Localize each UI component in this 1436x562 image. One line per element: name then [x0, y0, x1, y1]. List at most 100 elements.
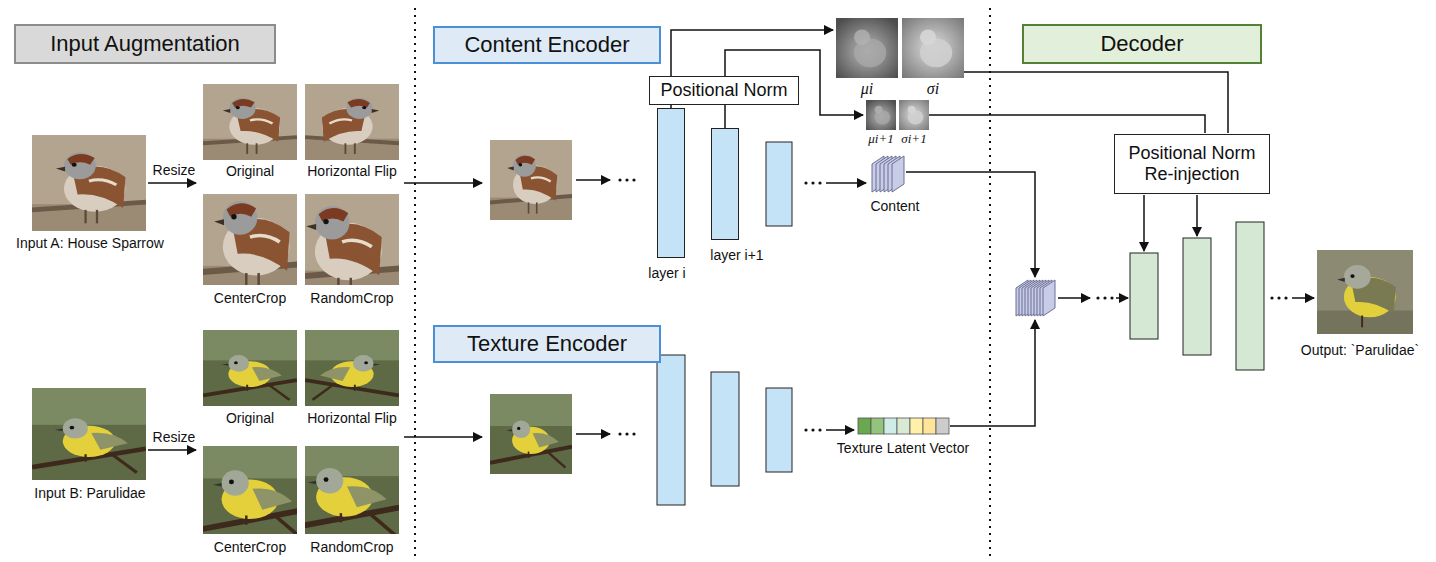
ellipsis-dots — [1277, 296, 1280, 299]
statistic-symbol: σi+1 — [901, 132, 926, 147]
bird-photo — [188, 180, 312, 300]
flow-arrow — [671, 30, 833, 76]
input-caption: Input B: Parulidae — [34, 485, 145, 501]
bird-photo — [490, 140, 572, 220]
latent-vector — [884, 418, 897, 434]
flow-arrow — [1116, 297, 1128, 299]
ellipsis-dots — [818, 428, 821, 431]
flow-arrow — [929, 115, 1205, 133]
flow-arrow — [576, 433, 610, 435]
statistics-map — [836, 18, 898, 78]
layer-label: layer i+1 — [710, 247, 763, 263]
augmentation-caption: CenterCrop — [214, 539, 286, 555]
ellipsis-dots — [1284, 296, 1287, 299]
decoder-layer — [1236, 222, 1264, 370]
section-divider — [989, 8, 991, 556]
bird-photo — [188, 180, 312, 300]
statistics-map — [866, 100, 896, 130]
bird-photo — [280, 184, 404, 304]
bird-photo — [283, 430, 407, 546]
bird-photo — [32, 84, 1413, 548]
ellipsis-dots — [811, 428, 814, 431]
encoder-layer — [766, 388, 792, 472]
process-box: Positional Norm — [649, 76, 799, 105]
flow-arrow — [826, 429, 854, 431]
layer-label: layer i — [648, 265, 685, 281]
bird-photo — [490, 140, 572, 220]
node-text: Positional Norm Re-injection — [1123, 143, 1261, 184]
section-header: Texture Encoder — [433, 325, 661, 363]
bird-photo — [203, 330, 297, 406]
bird-photo — [490, 394, 572, 474]
decoder-layer — [1130, 253, 1158, 339]
bird-photo — [1317, 250, 1413, 334]
section-header: Content Encoder — [433, 26, 661, 64]
node-text: Content Encoder — [464, 32, 629, 57]
bird-photo — [305, 330, 399, 406]
flow-arrow — [148, 30, 1314, 450]
flow-arrow — [906, 172, 1035, 277]
statistics-map — [902, 18, 964, 78]
bird-photo — [490, 394, 572, 474]
feature-tensor — [892, 156, 904, 192]
ellipsis-dots — [1096, 296, 1099, 299]
feature-tensor — [872, 156, 1055, 316]
statistics-map — [866, 100, 896, 130]
statistics-map — [836, 18, 898, 78]
ellipsis-dots — [625, 432, 628, 435]
connector — [724, 105, 726, 128]
flow-arrow — [950, 320, 1035, 426]
ellipsis-dots — [632, 178, 635, 181]
bird-photo — [305, 330, 399, 406]
bird-photo — [1317, 250, 1413, 334]
augmentation-caption: Original — [226, 410, 274, 426]
bird-photo — [188, 432, 312, 548]
bird-photo — [32, 135, 146, 231]
statistic-symbol: μi+1 — [868, 132, 893, 147]
augmentation-caption: RandomCrop — [310, 539, 393, 555]
statistics-map — [899, 100, 929, 130]
bird-photo — [305, 84, 399, 160]
node-text: Decoder — [1100, 31, 1183, 56]
flow-arrow — [826, 182, 866, 184]
flow-arrow — [404, 182, 482, 184]
augmentation-caption: Horizontal Flip — [307, 163, 396, 179]
flow-arrow — [1196, 195, 1198, 236]
bird-photo — [32, 135, 146, 231]
flow-arrow — [1292, 297, 1314, 299]
latent-vector — [858, 418, 871, 434]
section-divider — [415, 8, 990, 556]
tensor-label: Content — [870, 198, 919, 214]
bird-photo — [32, 388, 146, 480]
augmentation-caption: Original — [226, 163, 274, 179]
feature-tensor — [1043, 280, 1055, 316]
node-text: Input Augmentation — [50, 31, 240, 56]
decoder-layer — [1130, 222, 1264, 370]
statistic-symbol: μi — [861, 80, 873, 98]
ellipsis-dots — [1270, 296, 1273, 299]
latent-vector — [936, 418, 949, 434]
section-header: Input Augmentation — [14, 24, 276, 64]
ellipsis-dots — [1110, 296, 1113, 299]
ellipsis-dots — [811, 181, 814, 184]
flow-arrow — [576, 179, 610, 181]
latent-vector — [910, 418, 923, 434]
ellipsis-dots — [804, 181, 807, 184]
encoder-layer — [711, 372, 739, 486]
step-label: Resize — [153, 429, 196, 445]
layer-bar: layer i+1 — [711, 128, 739, 240]
latent-vector — [923, 418, 936, 434]
ellipsis-dots — [632, 432, 635, 435]
encoder-layer — [766, 142, 792, 226]
bird-photo — [283, 430, 407, 546]
output-caption: Output: `Parulidae` — [1301, 342, 1419, 358]
statistics-map — [902, 18, 964, 78]
ellipsis-dots — [618, 178, 621, 181]
flow-arrow — [148, 449, 196, 451]
flow-arrow — [404, 436, 482, 438]
section-divider — [414, 8, 416, 556]
augmentation-caption: CenterCrop — [214, 290, 286, 306]
tensor-label: Texture Latent Vector — [837, 440, 969, 456]
